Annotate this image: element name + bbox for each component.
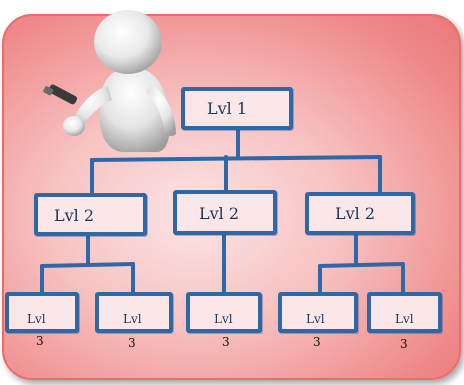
node-level3-2-number: 3 bbox=[128, 336, 136, 350]
node-level3-2-label: Lvl bbox=[123, 312, 142, 326]
node-level3-3: Lvl bbox=[186, 292, 262, 333]
node-level3-2: Lvl bbox=[95, 292, 173, 333]
node-level3-3-number: 3 bbox=[222, 335, 230, 349]
node-level3-5-label: Lvl bbox=[395, 312, 414, 326]
node-level3-4-label: Lvl bbox=[306, 312, 325, 326]
node-level2-right-label: Lvl 2 bbox=[335, 204, 376, 223]
node-level2-center-label: Lvl 2 bbox=[199, 204, 240, 223]
node-level2-center: Lvl 2 bbox=[173, 190, 277, 235]
node-level3-5-number: 3 bbox=[400, 337, 408, 351]
right-branch-bus bbox=[318, 262, 405, 268]
left-branch-bus bbox=[40, 262, 135, 268]
node-level2-left-label: Lvl 2 bbox=[54, 206, 95, 225]
node-level3-4: Lvl bbox=[278, 292, 358, 333]
node-level1: Lvl 1 bbox=[181, 87, 293, 130]
node-level3-3-label: Lvl bbox=[214, 312, 233, 326]
node-level3-1-number: 3 bbox=[36, 334, 44, 348]
node-level3-4-number: 3 bbox=[313, 335, 321, 349]
node-level2-right: Lvl 2 bbox=[305, 192, 415, 235]
presenter-figure-icon bbox=[43, 10, 176, 152]
level2-bus bbox=[90, 155, 382, 162]
node-level1-label: Lvl 1 bbox=[207, 99, 248, 118]
node-level2-left: Lvl 2 bbox=[34, 193, 147, 236]
node-level3-1: Lvl bbox=[5, 292, 79, 333]
node-level3-1-label: Lvl bbox=[27, 312, 46, 326]
node-level3-5: Lvl bbox=[367, 292, 442, 333]
